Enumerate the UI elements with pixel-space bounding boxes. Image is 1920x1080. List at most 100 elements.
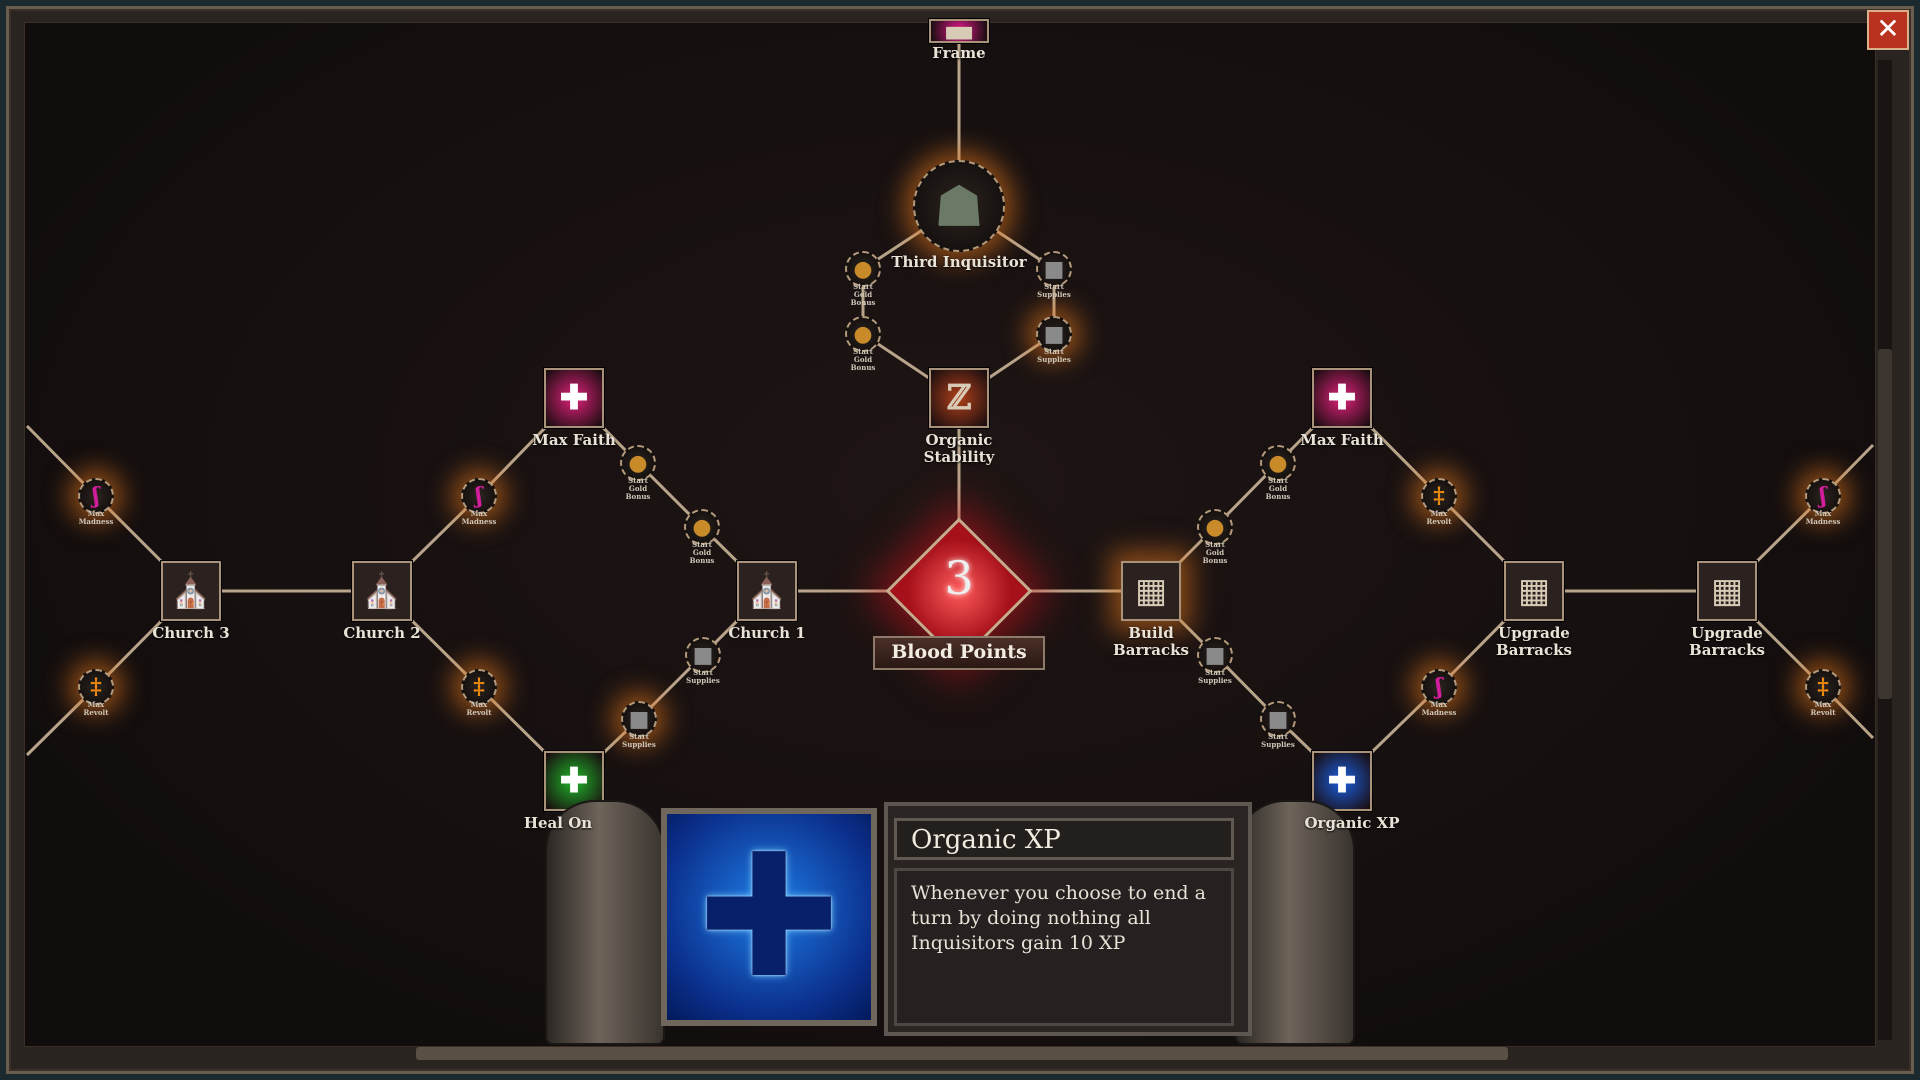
skill-node-c2[interactable]: ⛪ [352,561,412,621]
skill-node-lg1[interactable]: ● [620,445,656,481]
skill-node-lr2[interactable]: ‡ [461,669,497,705]
skill-node-rr1[interactable]: ‡ [1421,478,1457,514]
skill-node-c1[interactable]: ⛪ [737,561,797,621]
close-button[interactable]: ✕ [1867,10,1909,50]
revolt-totem-icon: ‡ [473,674,485,700]
church-icon: ⛪ [360,571,404,611]
tentacle-icon: ʃ [1435,674,1443,700]
skill-node-label: Max Revolt [1426,509,1452,526]
skill-node-label: Max Madness [1421,700,1457,717]
skill-node-label: Max Revolt [1810,700,1836,717]
revolt-totem-icon: ‡ [1433,483,1445,509]
blue-cross-icon: ✚ [1327,761,1357,801]
skill-node-label: Church 1 [728,624,806,642]
skill-node-mfL[interactable]: ✚ [544,368,604,428]
horizontal-scrollbar[interactable] [416,1047,1508,1060]
skill-node-rg1[interactable]: ● [1260,445,1296,481]
skill-node-label: Start Supplies [1198,668,1232,685]
skill-node-c3[interactable]: ⛪ [161,561,221,621]
blue-cross-shield-icon: ✚ [697,818,841,1016]
supplies-icon: ■ [628,706,650,732]
tentacle-icon: ʃ [1819,483,1827,509]
barracks-icon: ▦ [1517,571,1551,611]
blood-points-value: 3 [944,551,974,605]
skill-node-label: Start Supplies [622,732,656,749]
knight-statue-left [545,800,665,1045]
skill-node-label: Start Supplies [1037,282,1071,299]
skill-node-label: Upgrade Barracks [1689,624,1765,659]
pink-cross-icon: ✚ [559,378,589,418]
gold-coins-icon: ● [628,450,648,476]
skill-node-label: Start Gold Bonus [689,540,715,565]
skill-node-label: Church 3 [152,624,230,642]
skill-node-label: Heal On [523,814,593,832]
skill-node-third[interactable]: ☗ [913,160,1005,252]
tooltip-description: Whenever you choose to end a turn by doi… [894,868,1234,1026]
revolt-totem-icon: ‡ [1817,674,1829,700]
skill-node-label: Max Revolt [466,700,492,717]
skill-node-ls2[interactable]: ■ [621,701,657,737]
supplies-icon: ■ [1267,706,1289,732]
gold-coins-icon: ● [692,514,712,540]
knight-statue-right [1235,800,1355,1045]
skill-node-label: Church 2 [343,624,421,642]
supplies-icon: ■ [692,642,714,668]
skill-node-s1[interactable]: ■ [1036,251,1072,287]
supplies-icon: ■ [1043,256,1065,282]
skill-node-ub2[interactable]: ▦ [1697,561,1757,621]
tooltip-image: ✚ [661,808,877,1026]
skill-node-label: Max Revolt [83,700,109,717]
skill-node-rg2[interactable]: ● [1197,509,1233,545]
gold-coins-icon: ● [853,256,873,282]
hooded-inquisitor-icon: ☗ [934,174,984,238]
skill-node-label: Build Barracks [1113,624,1189,659]
skill-node-lm2[interactable]: ʃ [461,478,497,514]
skill-node-label: Max Madness [461,509,497,526]
skill-node-g1[interactable]: ● [845,251,881,287]
tentacle-icon: ʃ [92,483,100,509]
skill-node-label: Upgrade Barracks [1496,624,1572,659]
heal-crosses-icon: ✚ [559,761,589,801]
pink-cross-icon: ✚ [1327,378,1357,418]
church-icon: ⛪ [169,571,213,611]
skill-node-label: Organic Stability [923,431,995,466]
tentacle-icon: ʃ [475,483,483,509]
skill-node-rm1[interactable]: ʃ [1421,669,1457,705]
organic-stability-icon: ℤ [946,378,972,418]
skill-node-label: Start Supplies [1037,347,1071,364]
skill-node-stab[interactable]: ℤ [929,368,989,428]
skill-node-g2[interactable]: ● [845,316,881,352]
skill-node-label: Max Madness [1805,509,1841,526]
skill-node-rs2[interactable]: ■ [1260,701,1296,737]
skill-node-label: Third Inquisitor [891,253,1027,271]
skill-node-rs1[interactable]: ■ [1197,637,1233,673]
frame-icon: ▬ [942,11,976,51]
skill-node-label: Frame [932,44,986,62]
skill-node-ls1[interactable]: ■ [685,637,721,673]
revolt-totem-icon: ‡ [90,674,102,700]
skill-node-label: Max Faith [532,431,616,449]
gold-coins-icon: ● [853,321,873,347]
skill-node-label: Max Faith [1300,431,1384,449]
close-x-icon: ✕ [1876,12,1900,45]
skill-node-lr1[interactable]: ‡ [78,669,114,705]
skill-node-label: Start Supplies [686,668,720,685]
skill-node-bb[interactable]: ▦ [1121,561,1181,621]
skill-node-mfR[interactable]: ✚ [1312,368,1372,428]
skill-node-ub1[interactable]: ▦ [1504,561,1564,621]
supplies-icon: ■ [1043,321,1065,347]
tooltip-title: Organic XP [894,818,1234,860]
skill-node-label: Start Gold Bonus [1202,540,1228,565]
skill-node-label: Organic XP [1304,814,1400,832]
skill-node-s2[interactable]: ■ [1036,316,1072,352]
skill-node-lg2[interactable]: ● [684,509,720,545]
church-icon: ⛪ [745,571,789,611]
gold-coins-icon: ● [1205,514,1225,540]
vertical-scrollbar-thumb[interactable] [1878,349,1892,699]
skill-node-oxp[interactable]: ✚ [1312,751,1372,811]
skill-node-rr2[interactable]: ‡ [1805,669,1841,705]
skill-node-frame[interactable]: ▬ [929,11,989,51]
blood-points-label: Blood Points [873,636,1045,670]
skill-node-rm2[interactable]: ʃ [1805,478,1841,514]
skill-node-lm1[interactable]: ʃ [78,478,114,514]
